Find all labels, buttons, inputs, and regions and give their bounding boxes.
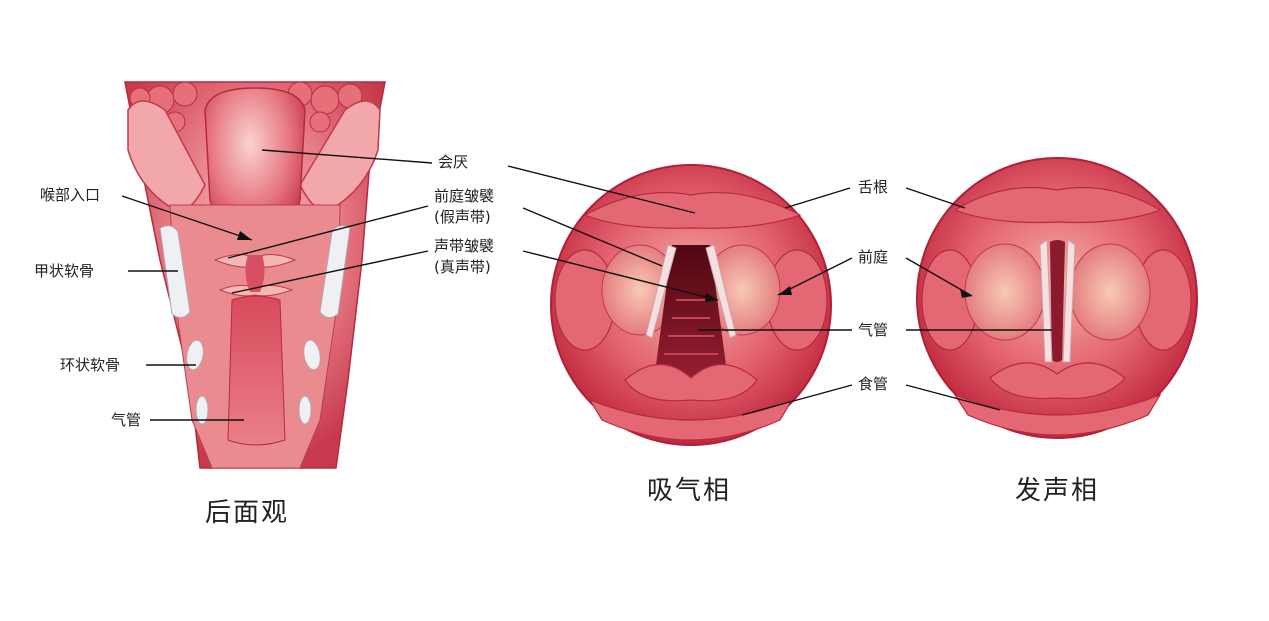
inspiration-phase-illustration bbox=[550, 164, 832, 446]
caption-posterior-view: 后面观 bbox=[205, 498, 290, 528]
label-thyroid-cartilage: 甲状软骨 bbox=[34, 262, 95, 280]
label-false-vocal-cord: (假声带) bbox=[434, 208, 491, 226]
label-vestibule: 前庭 bbox=[858, 248, 889, 266]
label-esophagus: 食管 bbox=[858, 375, 889, 393]
label-trachea-right: 气管 bbox=[858, 321, 889, 339]
label-vestibular-fold: 前庭皱襞 bbox=[434, 187, 495, 205]
label-true-vocal-cord: (真声带) bbox=[434, 258, 491, 276]
posterior-view-illustration bbox=[124, 81, 386, 469]
label-vocal-fold: 声带皱襞 bbox=[434, 237, 495, 255]
label-trachea-left: 气管 bbox=[111, 411, 142, 429]
label-cricoid-cartilage: 环状软骨 bbox=[60, 356, 121, 374]
arrowheads bbox=[237, 231, 972, 302]
caption-phonation-phase: 发声相 bbox=[1015, 476, 1100, 506]
leader-lines bbox=[121, 149, 1052, 421]
phonation-phase-illustration bbox=[916, 157, 1198, 439]
label-laryngeal-inlet: 喉部入口 bbox=[40, 186, 101, 204]
label-tongue-root: 舌根 bbox=[858, 178, 889, 196]
caption-inspiration-phase: 吸气相 bbox=[647, 476, 732, 506]
label-epiglottis: 会厌 bbox=[438, 153, 469, 171]
